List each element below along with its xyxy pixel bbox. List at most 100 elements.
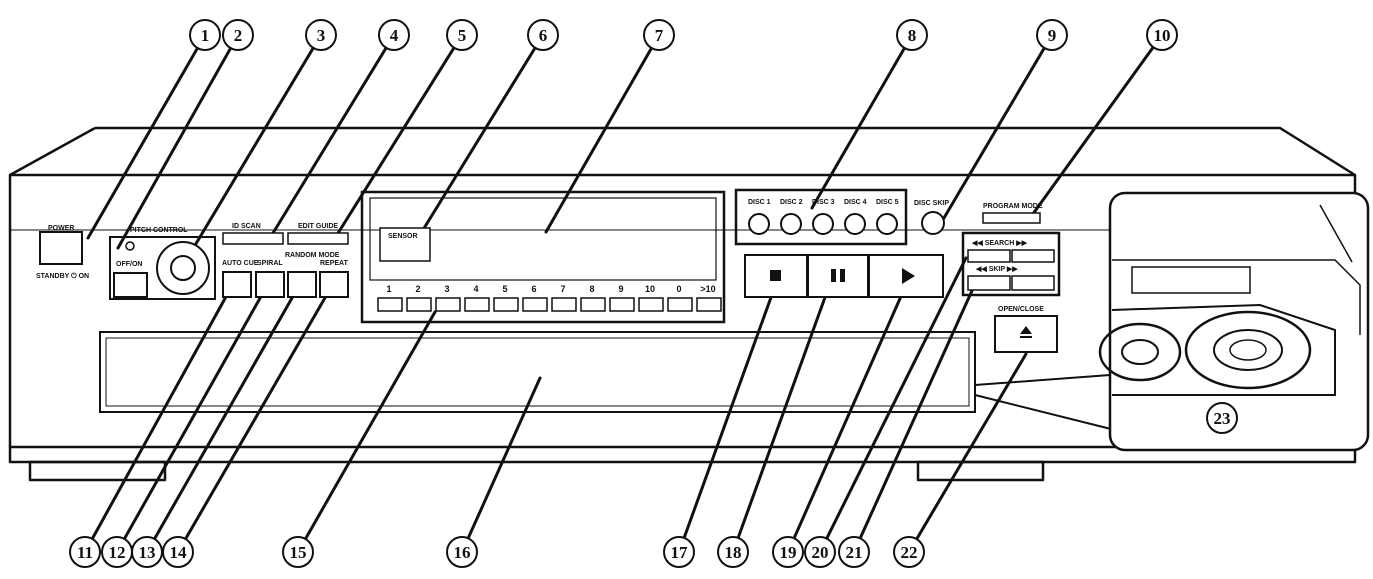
- callout-marker: [282, 536, 314, 568]
- callout-number: 19: [780, 543, 797, 562]
- callout-number: 20: [812, 543, 829, 562]
- numeric-key-button[interactable]: [493, 297, 519, 312]
- spiral-button[interactable]: [255, 271, 285, 298]
- numeric-key-button[interactable]: [522, 297, 548, 312]
- callout-number: 8: [908, 26, 917, 45]
- pause-button[interactable]: [807, 254, 869, 298]
- callout-marker: [222, 19, 254, 51]
- id-scan-button[interactable]: [222, 232, 284, 245]
- disc-carousel-inset: [974, 191, 1370, 452]
- callout-marker: [772, 536, 804, 568]
- open-close-label: OPEN/CLOSE: [998, 306, 1044, 313]
- id-scan-label: ID SCAN: [232, 223, 261, 230]
- search-label: ◀◀ SEARCH ▶▶: [971, 240, 1028, 247]
- callout-number: 12: [109, 543, 126, 562]
- auto-cue-button[interactable]: [222, 271, 252, 298]
- numeric-key-label: 0: [676, 284, 681, 294]
- numeric-key-button[interactable]: [580, 297, 606, 312]
- callout-number: 17: [671, 543, 689, 562]
- callout-marker: [1036, 19, 1068, 51]
- callout-leader-line: [1028, 46, 1155, 220]
- numeric-key-button[interactable]: [638, 297, 664, 312]
- callout-number: 13: [139, 543, 156, 562]
- callout-marker: [838, 536, 870, 568]
- callout-leader-line: [183, 47, 315, 264]
- callout-leader-line: [116, 47, 232, 250]
- numeric-key-label: 7: [560, 284, 565, 294]
- callout-number: 21: [846, 543, 863, 562]
- disc-button-label: DISC 4: [844, 199, 867, 206]
- numeric-key-label: >10: [700, 284, 715, 294]
- callout-number: 16: [454, 543, 471, 562]
- random-mode-button[interactable]: [287, 271, 317, 298]
- callout-marker: [446, 536, 478, 568]
- disc-tray[interactable]: [99, 331, 976, 413]
- numeric-key-button[interactable]: [551, 297, 577, 312]
- numeric-key-label: 2: [415, 284, 420, 294]
- numeric-key-button[interactable]: [406, 297, 432, 312]
- numeric-key-button[interactable]: [435, 297, 461, 312]
- callout-marker: [893, 536, 925, 568]
- skip-label: ◀◀ SKIP ▶▶: [975, 266, 1018, 273]
- disc-skip-button[interactable]: [921, 211, 945, 235]
- callout-number: 1: [201, 26, 210, 45]
- numeric-key-button[interactable]: [667, 297, 693, 312]
- spiral-label: SPIRAL: [257, 260, 283, 267]
- disc-button[interactable]: [876, 213, 898, 235]
- disc-button-label: DISC 1: [748, 199, 771, 206]
- callout-marker: [162, 536, 194, 568]
- callout-leader-line: [86, 47, 199, 240]
- random-mode-label: RANDOM MODE: [285, 252, 340, 259]
- callout-marker: [804, 536, 836, 568]
- eject-icon: [1020, 326, 1032, 338]
- power-button[interactable]: [39, 231, 83, 265]
- search-forward-button[interactable]: [1011, 249, 1055, 263]
- callout-number: 15: [290, 543, 307, 562]
- pitch-control-label: PITCH CONTROL: [130, 227, 188, 234]
- edit-guide-button[interactable]: [287, 232, 349, 245]
- callout-marker: [643, 19, 675, 51]
- callout-leader-line: [268, 47, 388, 240]
- numeric-key-button[interactable]: [377, 297, 403, 312]
- pitch-control-knob[interactable]: [156, 241, 210, 295]
- numeric-key-button[interactable]: [609, 297, 635, 312]
- callout-number: 18: [725, 543, 742, 562]
- disc-button[interactable]: [812, 213, 834, 235]
- callout-marker: [189, 19, 221, 51]
- disc-button[interactable]: [780, 213, 802, 235]
- off-on-label: OFF/ON: [116, 261, 142, 268]
- callout-leader-line: [939, 47, 1046, 225]
- remote-sensor: [379, 227, 431, 262]
- callout-number: 3: [317, 26, 326, 45]
- pitch-control-knob-inner: [170, 255, 196, 281]
- callout-marker: [896, 19, 928, 51]
- disc-button-label: DISC 2: [780, 199, 803, 206]
- callout-leader-line: [304, 310, 437, 540]
- disc-button-label: DISC 5: [876, 199, 899, 206]
- pitch-off-on-button[interactable]: [113, 272, 148, 298]
- numeric-key-button[interactable]: [696, 297, 722, 312]
- callout-marker: [69, 536, 101, 568]
- skip-forward-button[interactable]: [1011, 275, 1055, 291]
- callout-number: 4: [390, 26, 399, 45]
- disc-button-label: DISC 3: [812, 199, 835, 206]
- numeric-key-button[interactable]: [464, 297, 490, 312]
- numeric-key-label: 8: [589, 284, 594, 294]
- disc-button[interactable]: [748, 213, 770, 235]
- callout-marker: [378, 19, 410, 51]
- display-window: [360, 190, 726, 324]
- disc-button[interactable]: [844, 213, 866, 235]
- callout-leader-line: [825, 256, 968, 540]
- program-mode-button[interactable]: [982, 212, 1041, 224]
- callout-number: 10: [1154, 26, 1171, 45]
- repeat-button[interactable]: [319, 271, 349, 298]
- callout-marker: [663, 536, 695, 568]
- program-mode-label: PROGRAM MODE: [983, 203, 1043, 210]
- pitch-control-panel: [109, 236, 216, 300]
- sensor-label: SENSOR: [388, 233, 418, 240]
- callout-number: 7: [655, 26, 664, 45]
- callout-marker: [527, 19, 559, 51]
- skip-back-button[interactable]: [967, 275, 1011, 291]
- search-back-button[interactable]: [967, 249, 1011, 263]
- standby-label: STANDBY ⏻ ON: [36, 272, 89, 280]
